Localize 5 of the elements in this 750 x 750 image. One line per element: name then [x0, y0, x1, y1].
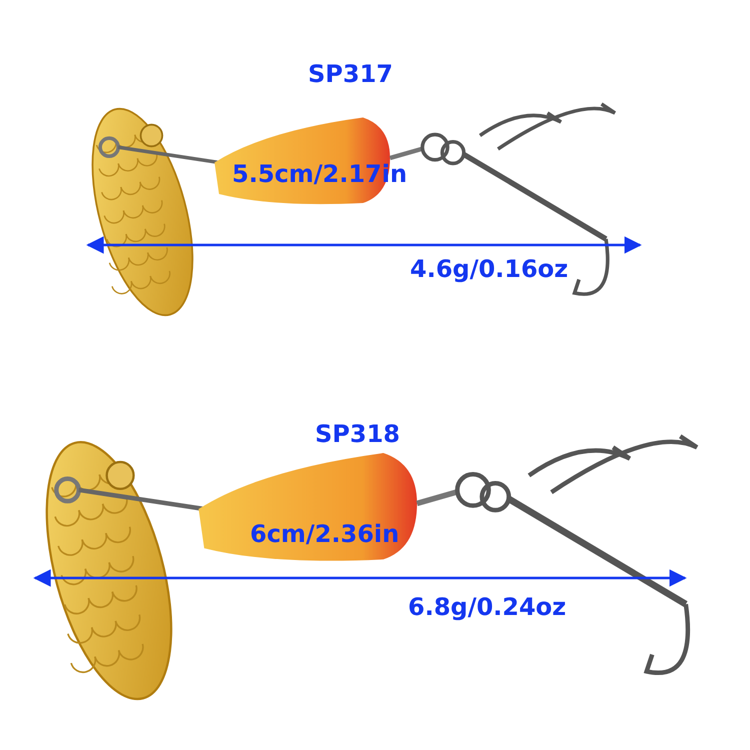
weight-label: 4.6g/0.16oz [410, 255, 568, 283]
length-label: 6cm/2.36in [250, 520, 400, 548]
model-label: SP317 [308, 60, 393, 88]
model-label: SP318 [315, 420, 400, 448]
weight-label: 6.8g/0.24oz [408, 593, 566, 621]
